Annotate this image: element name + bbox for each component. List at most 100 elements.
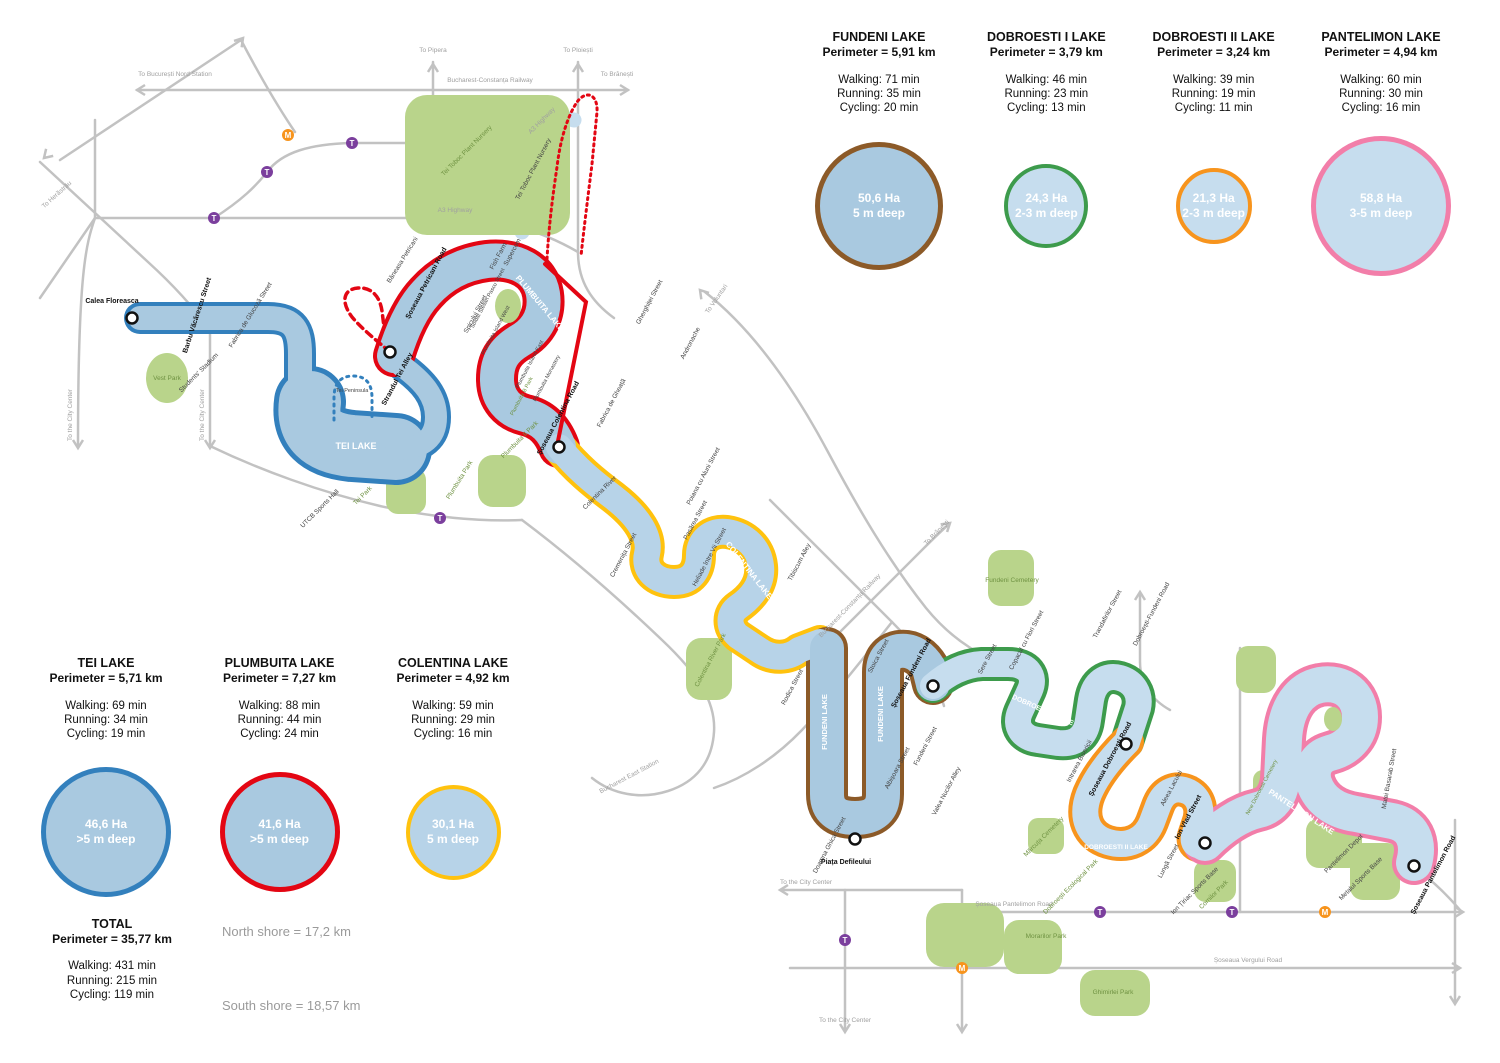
running-time: Running: 29 min	[411, 714, 495, 726]
map-label: To București Nord Station	[138, 71, 212, 78]
route-node	[848, 832, 862, 846]
map-label: Tei Peninsula	[336, 388, 370, 394]
map-label: Calea Floreasca	[85, 298, 138, 305]
road	[208, 444, 524, 522]
lake-area-value: 30,1 Ha	[431, 817, 475, 831]
lake-card-perimeter: Perimeter = 5,71 km	[49, 671, 163, 685]
lake-card-title: COLENTINA LAKE	[398, 656, 508, 670]
map-label: To Herăstrău	[41, 180, 74, 210]
lake-card-perimeter: Perimeter = 4,94 km	[1324, 45, 1438, 59]
transit-marker	[1319, 906, 1331, 918]
route-node	[1119, 737, 1133, 751]
map-label: Șoseaua Vergului Road	[1214, 957, 1283, 964]
lake-depth-value: 5 m deep	[426, 832, 480, 846]
route-node	[383, 345, 397, 359]
park	[1324, 707, 1342, 731]
running-time: Running: 35 min	[837, 88, 921, 100]
transit-marker-letter: T	[350, 139, 355, 148]
running-time: Running: 34 min	[64, 714, 148, 726]
lake-area-circle: 46,6 Ha>5 m deep	[41, 767, 171, 897]
lake-area-value: 58,8 Ha	[1359, 191, 1402, 205]
road-arrow	[955, 1023, 969, 1035]
road-arrow	[426, 61, 440, 73]
cycling-time: Cycling: 24 min	[240, 728, 319, 740]
map-label: To the City Center	[780, 879, 833, 886]
road-arrow	[1451, 961, 1463, 975]
lake-card-title: DOBROESTI II LAKE	[1152, 30, 1275, 44]
park	[926, 903, 1004, 967]
lake-card-title: DOBROESTI I LAKE	[986, 30, 1106, 44]
north-shore-label: North shore = 17,2 km	[222, 924, 351, 939]
transit-marker-letter: M	[959, 964, 966, 973]
plumbuita-lake-water	[377, 243, 576, 464]
total-walking: Walking: 431 min	[68, 960, 156, 972]
lake-area-value: 24,3 Ha	[1025, 191, 1068, 205]
map-label: To Brănești	[923, 519, 951, 547]
lake-area-value: 21,3 Ha	[1192, 191, 1235, 205]
transit-marker	[346, 137, 358, 149]
route-node	[926, 679, 940, 693]
map-label: Fabrica de Gheață	[596, 378, 628, 429]
map-label: FUNDENI LAKE	[820, 694, 829, 750]
map-label: Șoseaua Pantelimon Road	[975, 901, 1053, 908]
total-cycling: Cycling: 119 min	[69, 989, 155, 1001]
cycling-time: Cycling: 16 min	[1341, 102, 1421, 114]
lake-card-title: TEI LAKE	[77, 656, 135, 670]
map-label: A3 Highway	[438, 207, 473, 214]
tei-lake-water	[278, 371, 427, 480]
colentina-lake-water	[546, 434, 833, 670]
map-label: TEI LAKE	[335, 441, 376, 451]
road	[212, 141, 435, 220]
map-label: Ghimirlei Park	[1093, 989, 1135, 996]
lake-area-circle-wrap: 46,6 Ha>5 m deep	[27, 753, 185, 911]
transit-marker	[261, 166, 273, 178]
transit-marker	[956, 962, 968, 974]
transit-marker-letter: T	[1098, 908, 1103, 917]
shore-ruler	[222, 950, 552, 990]
lake-area-circle: 41,6 Ha>5 m deep	[219, 772, 340, 892]
total-perimeter: Perimeter = 35,77 km	[52, 932, 172, 946]
total-summary: TOTAL Perimeter = 35,77 km Walking: 431 …	[28, 916, 196, 1003]
plumbuita-lake-route-extra	[543, 262, 589, 443]
lake-card-perimeter: Perimeter = 3,79 km	[989, 45, 1103, 59]
walking-time: Walking: 60 min	[1340, 74, 1422, 86]
road-arrow	[940, 521, 952, 533]
road-arrow	[1454, 905, 1466, 919]
transit-marker-letter: T	[438, 514, 443, 523]
park	[146, 353, 188, 403]
tei-lake-water	[128, 306, 312, 410]
lake-card-perimeter: Perimeter = 7,27 km	[222, 671, 337, 685]
running-time: Running: 30 min	[1339, 88, 1423, 100]
road	[520, 518, 716, 797]
dobroesti-1-lake-water	[920, 651, 1152, 757]
walking-time: Walking: 59 min	[412, 700, 494, 712]
total-title: TOTAL	[91, 917, 133, 931]
map-label: Plumbuita Park	[445, 459, 475, 501]
map-label: To the City Center	[67, 388, 74, 441]
lake-depth-value: >5 m deep	[249, 832, 310, 846]
transit-marker	[208, 212, 220, 224]
total-times: Walking: 431 min Running: 215 min Cyclin…	[28, 959, 196, 1003]
map-label: Valea Nucilor Alley	[931, 765, 963, 816]
park	[478, 455, 526, 507]
running-time: Running: 44 min	[237, 714, 322, 726]
park	[686, 638, 732, 700]
walking-time: Walking: 69 min	[65, 700, 147, 712]
road-arrow	[42, 148, 54, 160]
road-arrow	[1448, 995, 1462, 1007]
map-label: Plumbuita Monastery	[532, 354, 562, 403]
